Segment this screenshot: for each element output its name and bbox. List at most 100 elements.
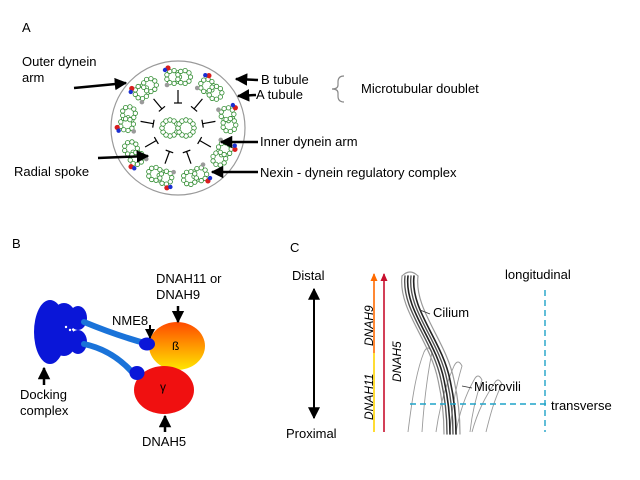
microvillus <box>407 347 433 433</box>
a-tubule-subunit <box>202 167 208 173</box>
a-tubule-subunit <box>134 161 141 167</box>
microtubule-doublets <box>114 65 239 191</box>
panel-b: B DNAH11 or DNAH9 NME8 ß γ Docking compl… <box>12 236 222 449</box>
docking-lobe-upper <box>52 303 76 333</box>
outer-dynein-blue <box>128 89 133 95</box>
gamma-heavy-chain <box>134 366 194 414</box>
b-tubule-subunit <box>210 153 216 160</box>
label-nexin-complex: Nexin - dynein regulatory complex <box>260 165 457 180</box>
stalk-gamma <box>81 341 135 375</box>
doublet <box>181 162 213 187</box>
radial-spoke-head <box>153 136 159 145</box>
b-tubule-subunit <box>227 116 233 122</box>
label-gamma: γ <box>160 380 166 394</box>
b-tubule-subunit <box>133 141 139 147</box>
b-tubule-subunit <box>122 143 128 149</box>
microvili-pointer <box>461 385 473 389</box>
label-a-tubule: A tubule <box>256 87 303 102</box>
a-tubule-subunit <box>218 113 224 120</box>
outer-dynein-blue <box>116 128 121 133</box>
b-tubule-subunit <box>192 179 198 185</box>
panel-b-letter: B <box>12 236 21 251</box>
microvillus <box>435 361 463 433</box>
a-tubule-subunit <box>201 88 207 94</box>
b-tubule-subunit <box>186 78 192 84</box>
a-tubule-subunit <box>198 178 204 184</box>
a-tubule-subunit <box>167 179 173 185</box>
a-tubule-subunit <box>225 105 232 111</box>
label-cilium: Cilium <box>433 305 469 320</box>
b-tubule-subunit <box>127 104 133 110</box>
inner-dynein-gray <box>200 162 206 167</box>
b-tubule-subunit <box>231 126 237 132</box>
b-tubule-subunit <box>178 68 184 74</box>
b-tubule-subunit <box>233 122 239 128</box>
b-tubule-subunit <box>188 168 194 175</box>
b-tubule-subunit <box>223 156 229 162</box>
b-tubule-subunit <box>152 86 158 92</box>
dnah9-arrowhead <box>370 273 378 281</box>
inner-dynein-gray <box>131 129 137 134</box>
cilium-outer-left <box>401 275 445 435</box>
radial-spoke-head <box>190 105 198 112</box>
cilium-strand <box>410 275 454 435</box>
b-tubule-subunit <box>231 118 237 124</box>
b-tubule-subunit <box>217 94 223 100</box>
b-tubule-subunit <box>127 117 133 123</box>
a-tubule-subunit <box>127 157 133 163</box>
cilium-tip <box>401 271 419 277</box>
b-tubule-subunit <box>186 70 192 76</box>
b-tubule-subunit <box>213 83 220 89</box>
a-tubule-subunit <box>221 105 227 112</box>
b-tubule-subunit <box>157 167 163 173</box>
label-microtubular-doublet: Microtubular doublet <box>361 81 479 96</box>
b-tubule-subunit <box>131 114 137 121</box>
b-tubule-subunit <box>122 105 129 111</box>
outer-dynein-blue <box>232 143 237 148</box>
b-tubule-subunit <box>153 164 159 171</box>
b-tubule-subunit <box>152 78 158 84</box>
radial-spoke-head <box>152 119 155 128</box>
b-tubule-subunit <box>122 147 128 154</box>
inner-dynein-gray <box>171 169 176 175</box>
microvillus <box>455 375 483 433</box>
b-tubule-subunit <box>122 116 129 122</box>
label-microvili: Microvili <box>474 379 521 394</box>
b-tubule-subunit <box>157 175 163 181</box>
b-tubule-subunit <box>187 74 194 80</box>
label-distal: Distal <box>292 268 325 283</box>
a-tubule-subunit <box>209 78 215 85</box>
inner-dynein-gray <box>164 82 170 88</box>
b-tubule-subunit <box>227 128 233 135</box>
inner-dynein-gray <box>194 85 200 91</box>
b-tubule-subunit <box>148 88 154 95</box>
a-tubule-subunit <box>135 83 141 90</box>
radial-spoke <box>153 98 163 110</box>
b-tubule-subunit <box>141 80 147 86</box>
label-radial-spoke: Radial spoke <box>14 164 89 179</box>
a-tubule-subunit <box>164 72 170 78</box>
a-tubule-subunit <box>198 80 204 87</box>
outer-dynein-blue <box>162 67 168 73</box>
doublet <box>146 164 176 191</box>
beta-heavy-chain <box>149 322 205 370</box>
b-tubule-subunit <box>209 95 215 102</box>
panel-c-letter: C <box>290 240 299 255</box>
b-tubule-subunit <box>141 84 147 90</box>
b-tubule-subunit <box>223 128 229 134</box>
label-docking-1: Docking <box>20 387 67 402</box>
radial-spoke <box>140 120 154 125</box>
a-tubule-subunit <box>194 165 200 172</box>
b-tubule-subunit <box>217 86 223 92</box>
b-tubule-subunit <box>143 88 150 94</box>
central-pair <box>159 117 197 139</box>
doublet <box>162 65 194 88</box>
radial-spoke-arrow <box>97 150 150 163</box>
b-tubule-subunit <box>220 120 226 126</box>
label-dnah9-c: DNAH9 <box>362 305 376 346</box>
doublet <box>216 102 239 135</box>
radial-spoke <box>202 120 216 125</box>
gamma-head <box>129 366 145 380</box>
a-tubule-subunit <box>132 91 138 97</box>
label-dnah9: DNAH9 <box>156 287 200 302</box>
